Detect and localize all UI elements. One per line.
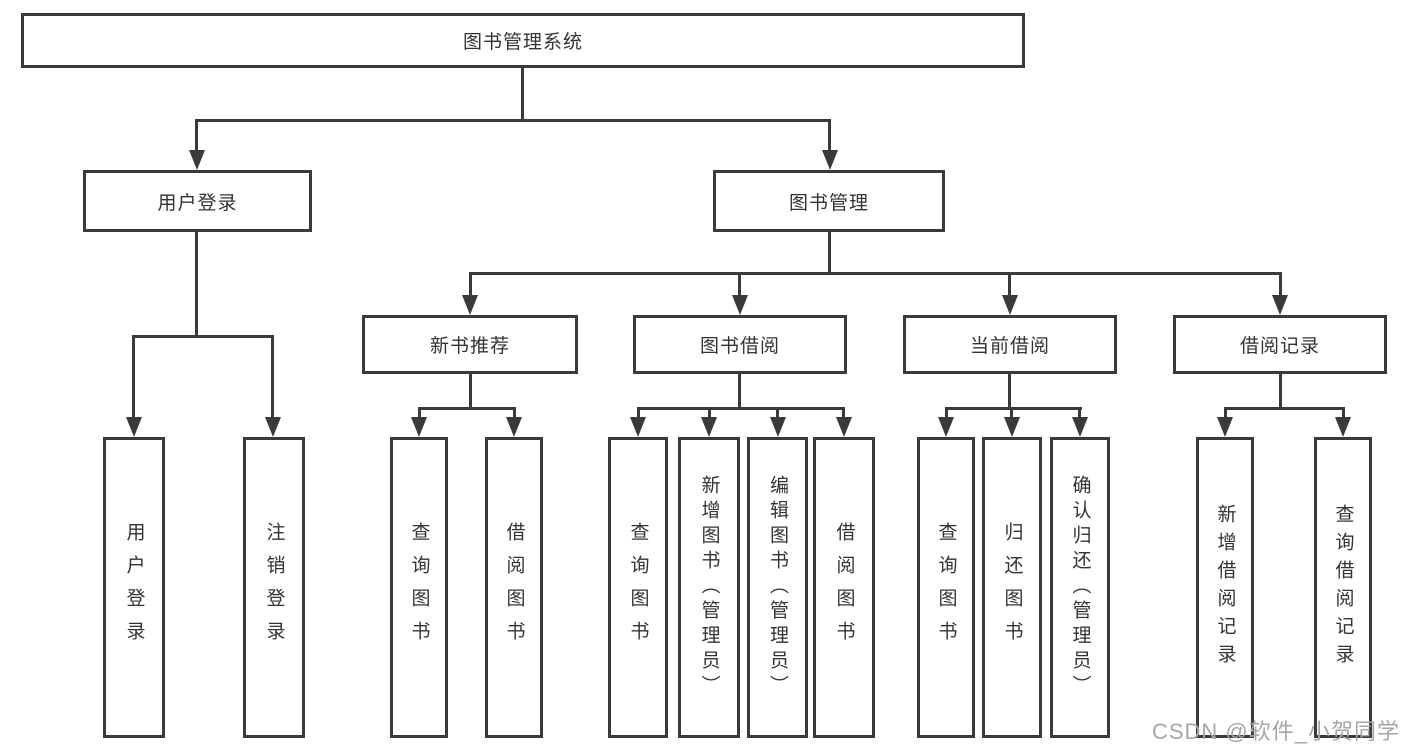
connector-drop-nb-borrow (513, 407, 516, 421)
connector-drop-book-mgmt (828, 119, 831, 155)
leaf-br-add-record: 新增借阅记录 (1196, 437, 1254, 738)
arrowhead-book-mgmt (822, 150, 838, 170)
connector-drop-leaf-logout (271, 335, 274, 419)
connector-new-books-stem (469, 374, 472, 410)
connector-root-stem (521, 68, 524, 121)
arrowhead-bb-borrow (836, 417, 852, 437)
leaf-bb-edit-books-admin: 编辑图书（管理员） (747, 437, 808, 738)
node-borrow-records-label: 借阅记录 (1239, 336, 1320, 357)
connector-drop-borrow-records (1279, 272, 1282, 298)
connector-drop-leaf-login (132, 335, 135, 419)
connector-user-login-stem (195, 232, 198, 338)
connector-drop-current-borrow (1008, 272, 1011, 298)
leaf-bb-add-books-admin-label: 新增图书（管理员） (698, 475, 720, 700)
arrowhead-user-login (189, 150, 205, 170)
csdn-watermark: CSDN @软件_小贺同学 (1151, 719, 1400, 744)
connector-book-borrow-stem (738, 374, 741, 410)
node-current-borrow: 当前借阅 (903, 315, 1117, 374)
arrowhead-new-books (462, 295, 478, 315)
leaf-cb-return-books-label: 归还图书 (1001, 521, 1023, 654)
connector-drop-bb-query (637, 407, 640, 421)
node-root-label: 图书管理系统 (462, 32, 583, 53)
connector-new-books-rail (418, 407, 516, 410)
node-book-mgmt-label: 图书管理 (788, 192, 869, 214)
leaf-logout: 注销登录 (243, 437, 305, 738)
arrowhead-current-borrow (1002, 295, 1018, 315)
leaf-br-query-record: 查询借阅记录 (1314, 437, 1372, 738)
connector-drop-bb-edit (776, 407, 779, 421)
connector-drop-cb-return (1010, 407, 1013, 421)
leaf-user-login: 用户登录 (103, 437, 165, 738)
connector-drop-cb-query (945, 407, 948, 421)
arrowhead-book-borrow (732, 295, 748, 315)
connector-current-borrow-rail (945, 407, 1082, 410)
arrowhead-cb-confirm (1072, 417, 1088, 437)
connector-book-borrow-rail (637, 407, 845, 410)
arrowhead-nb-borrow (506, 417, 522, 437)
node-user-login: 用户登录 (83, 170, 312, 232)
node-book-borrow: 图书借阅 (633, 315, 847, 374)
connector-book-mgmt-stem (828, 232, 831, 275)
leaf-bb-add-books-admin: 新增图书（管理员） (678, 437, 740, 738)
leaf-nb-query-books: 查询图书 (390, 437, 448, 738)
arrowhead-cb-query (938, 417, 954, 437)
node-current-borrow-label: 当前借阅 (969, 336, 1050, 357)
connector-root-rail (195, 119, 831, 122)
arrowhead-cb-return (1004, 417, 1020, 437)
leaf-cb-query-books-label: 查询图书 (935, 521, 957, 654)
node-borrow-records: 借阅记录 (1173, 315, 1387, 374)
leaf-bb-edit-books-admin-label: 编辑图书（管理员） (767, 475, 788, 700)
leaf-nb-query-books-label: 查询图书 (408, 521, 430, 654)
leaf-bb-borrow-books: 借阅图书 (813, 437, 875, 738)
connector-drop-new-books (469, 272, 472, 298)
leaf-user-login-label: 用户登录 (123, 521, 145, 654)
leaf-br-add-record-label: 新增借阅记录 (1214, 503, 1236, 672)
connector-borrow-records-rail (1224, 407, 1345, 410)
connector-drop-book-borrow (738, 272, 741, 298)
leaf-cb-query-books: 查询图书 (917, 437, 975, 738)
arrowhead-bb-query (630, 417, 646, 437)
connector-current-borrow-stem (1008, 374, 1011, 410)
leaf-cb-confirm-return-admin: 确认归还（管理员） (1050, 437, 1110, 738)
connector-user-login-rail (132, 335, 274, 338)
leaf-logout-label: 注销登录 (263, 521, 285, 654)
arrowhead-leaf-login (126, 417, 142, 437)
node-root: 图书管理系统 (21, 13, 1025, 68)
connector-book-mgmt-rail (469, 272, 1282, 275)
leaf-br-query-record-label: 查询借阅记录 (1332, 503, 1354, 672)
connector-borrow-records-stem (1279, 374, 1282, 410)
connector-drop-nb-query (418, 407, 421, 421)
node-book-borrow-label: 图书借阅 (699, 336, 780, 357)
leaf-cb-return-books: 归还图书 (982, 437, 1042, 738)
node-new-books: 新书推荐 (362, 315, 578, 374)
node-new-books-label: 新书推荐 (429, 336, 510, 357)
leaf-bb-query-books-label: 查询图书 (627, 521, 649, 654)
connector-drop-bb-add (708, 407, 711, 421)
arrowhead-nb-query (411, 417, 427, 437)
node-book-mgmt: 图书管理 (713, 170, 945, 232)
connector-drop-br-query (1342, 407, 1345, 421)
leaf-nb-borrow-books-label: 借阅图书 (503, 521, 525, 654)
leaf-bb-borrow-books-label: 借阅图书 (833, 521, 855, 654)
node-user-login-label: 用户登录 (157, 192, 238, 214)
leaf-bb-query-books: 查询图书 (608, 437, 668, 738)
arrowhead-bb-edit (770, 417, 786, 437)
arrowhead-bb-add (701, 417, 717, 437)
connector-drop-bb-borrow (842, 407, 845, 421)
connector-drop-br-add (1224, 407, 1227, 421)
leaf-nb-borrow-books: 借阅图书 (485, 437, 543, 738)
arrowhead-borrow-records (1272, 295, 1288, 315)
arrowhead-leaf-logout (265, 417, 281, 437)
arrowhead-br-add (1217, 417, 1233, 437)
connector-drop-user-login (195, 119, 198, 155)
leaf-cb-confirm-return-admin-label: 确认归还（管理员） (1069, 475, 1091, 700)
connector-drop-cb-confirm (1078, 407, 1081, 421)
arrowhead-br-query (1335, 417, 1351, 437)
